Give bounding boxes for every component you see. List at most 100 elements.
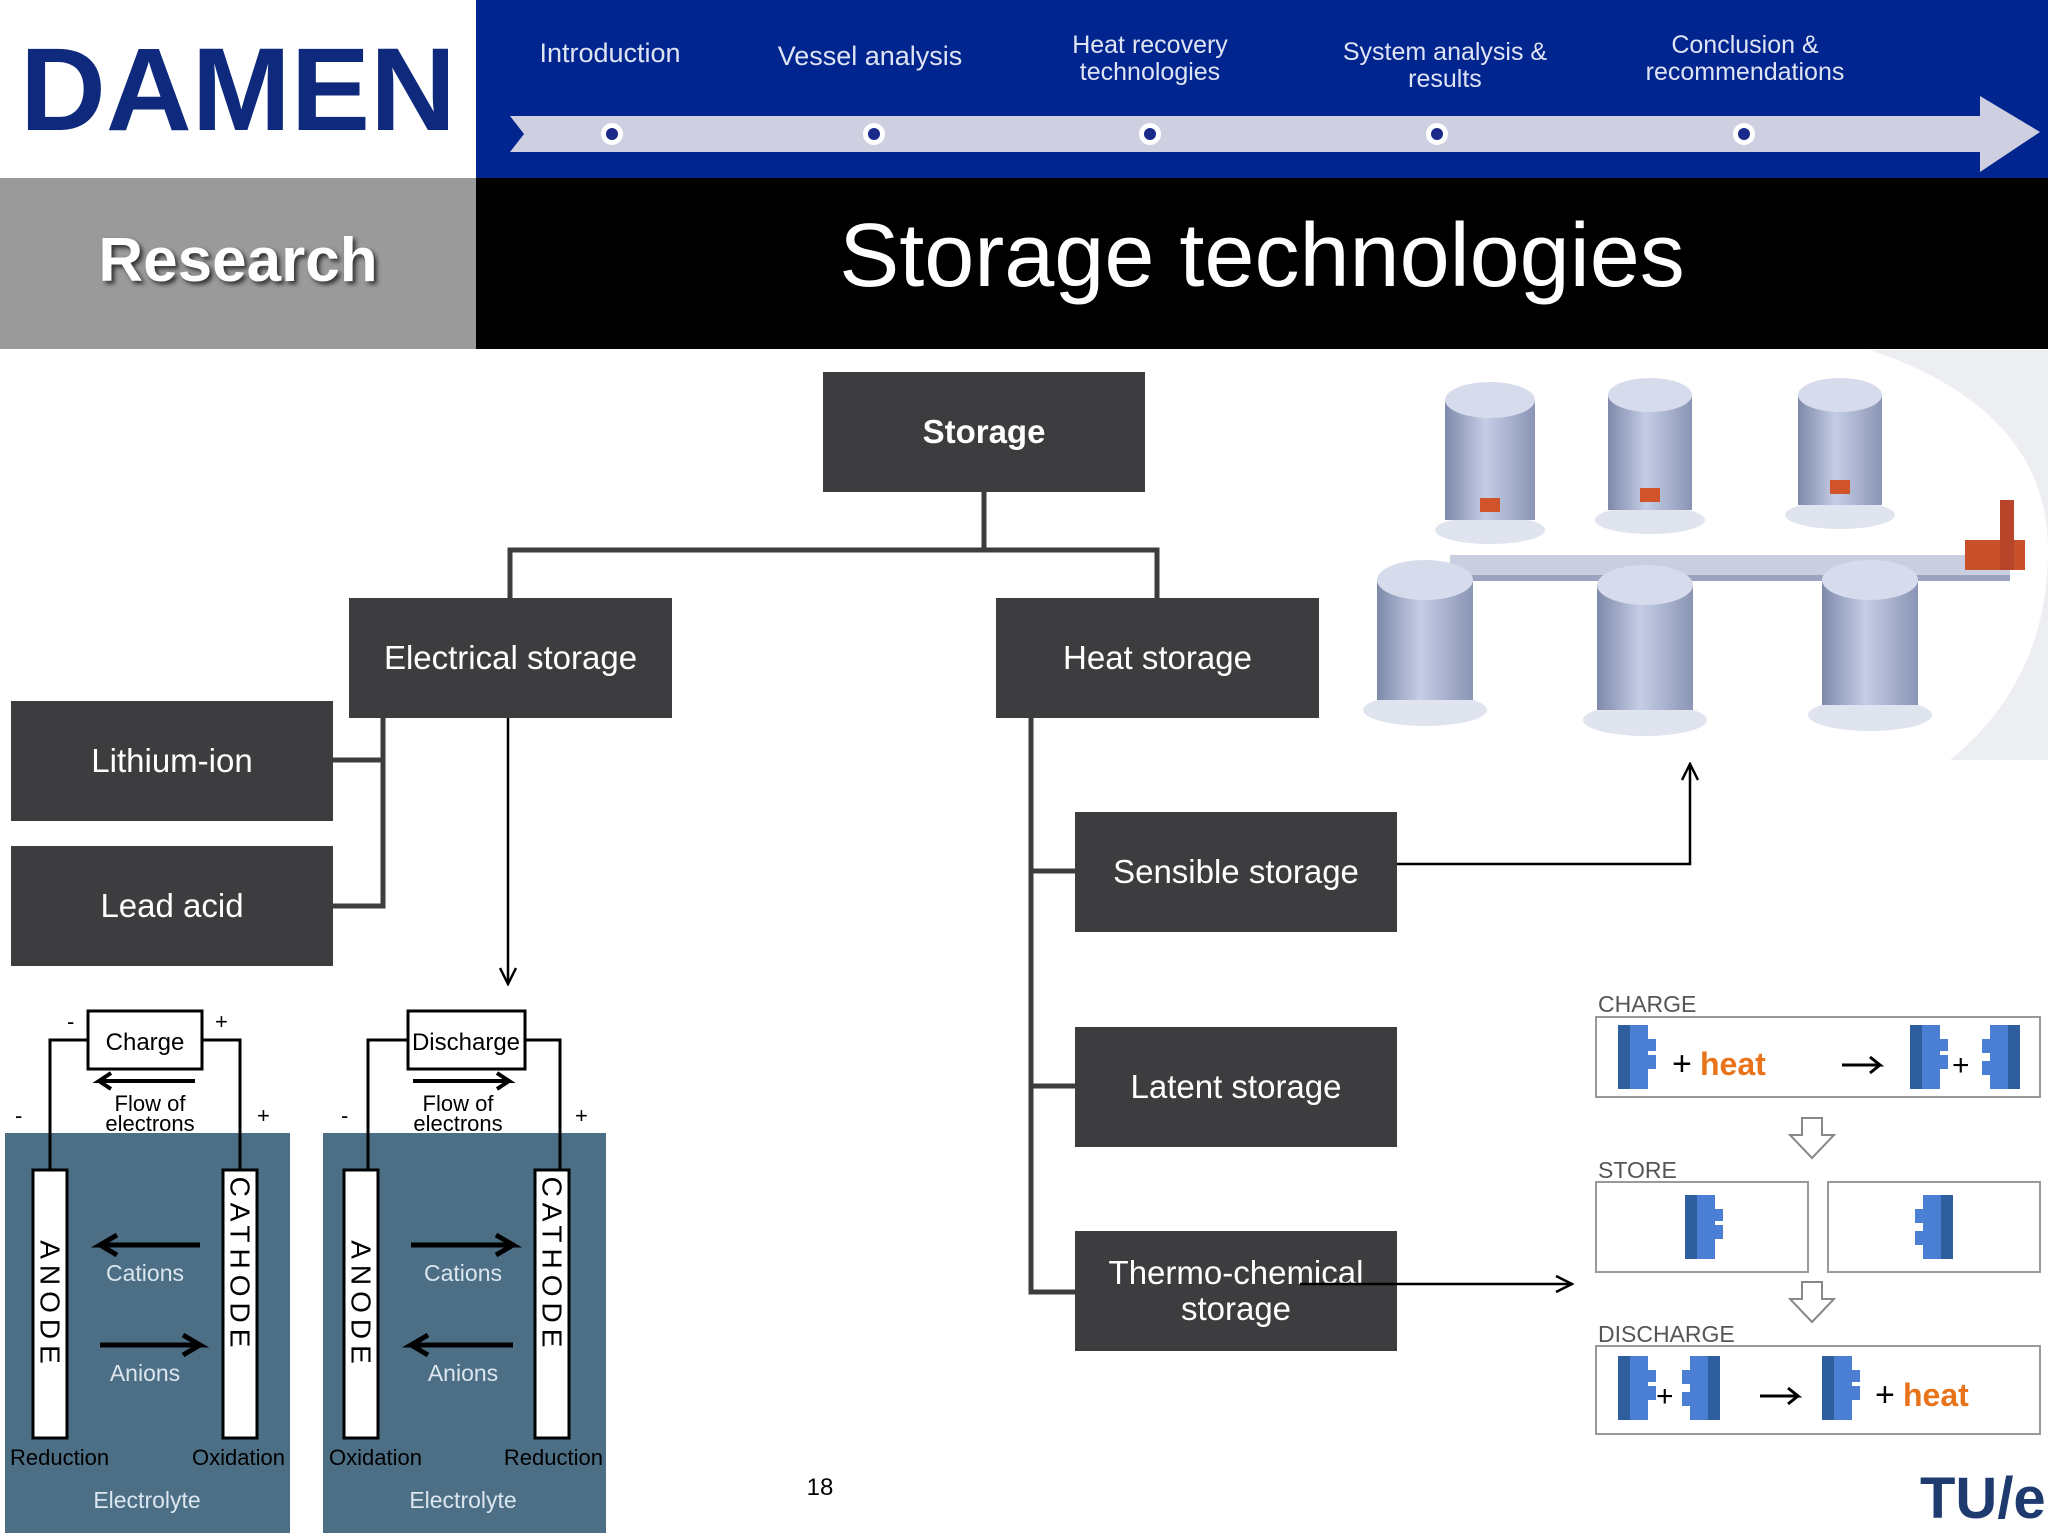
anions-label: Anions xyxy=(428,1360,498,1386)
node-lithium-ion: Lithium-ion xyxy=(11,701,333,821)
anode-electrode xyxy=(342,1168,380,1440)
cations-label: Cations xyxy=(106,1260,184,1286)
tank-top xyxy=(1798,378,1882,412)
plus-sign: + xyxy=(1656,1380,1674,1413)
tank-base xyxy=(1435,516,1545,544)
tue-logo: TU/e xyxy=(1920,1466,2046,1531)
tank-base xyxy=(1583,704,1707,736)
timeline-arrow-shape xyxy=(510,96,2040,172)
plus-sign: + xyxy=(1672,1045,1692,1083)
timeline-dots xyxy=(601,123,1755,145)
charge-step-box xyxy=(1595,1016,2041,1098)
nav-label: technologies xyxy=(1079,58,1221,86)
flow-label: Flow of xyxy=(423,1091,495,1116)
node-heat-storage: Heat storage xyxy=(996,598,1319,718)
logo-text: DAMEN xyxy=(20,38,456,138)
damen-logo: DAMEN xyxy=(20,38,456,138)
tank-top xyxy=(1377,560,1473,600)
external-wire xyxy=(366,1038,562,1170)
node-lead-acid: Lead acid xyxy=(11,846,333,966)
right-reaction: Oxidation xyxy=(192,1445,285,1470)
store-step-label: STORE xyxy=(1598,1157,1677,1183)
discharge-label: Discharge xyxy=(412,1029,520,1056)
nav-item-vessel-analysis[interactable]: Vessel analysis xyxy=(755,43,985,70)
section-label: Research xyxy=(98,226,378,295)
tank-base xyxy=(1808,699,1932,731)
tank-base xyxy=(1363,694,1487,726)
battery-discharge-diagram: Discharge Flow of electrons - + ANODE CA… xyxy=(323,1009,606,1533)
node-sensible-storage: Sensible storage xyxy=(1075,812,1397,932)
tank-valve xyxy=(1480,498,1500,512)
reaction-arrow xyxy=(1842,1055,1885,1075)
anions-arrow xyxy=(100,1332,210,1358)
tree-lines xyxy=(333,490,1160,1295)
pipe-rack xyxy=(1450,555,2010,575)
terminal-plus: + xyxy=(575,1103,588,1128)
discharge-step-box xyxy=(1595,1345,2041,1435)
logo-area: DAMEN xyxy=(0,0,476,178)
heat-label: heat xyxy=(1903,1377,1969,1413)
nav-label: Heat recovery xyxy=(1072,31,1228,59)
down-arrow-icon xyxy=(1787,1281,1837,1324)
tank xyxy=(1435,382,1545,544)
timeline-dot-center xyxy=(1431,128,1443,140)
tank xyxy=(1583,565,1707,736)
reaction-arrow xyxy=(1760,1386,1803,1406)
charge-step-label: CHARGE xyxy=(1598,991,1696,1017)
down-arrow-icon xyxy=(1787,1117,1837,1160)
page-number: 18 xyxy=(806,1474,834,1501)
nav-label: System analysis & xyxy=(1342,38,1548,66)
electrical-children-connector xyxy=(333,716,386,909)
battery-charge-diagram: Charge - + Flow of electrons - + ANODE C… xyxy=(5,1009,290,1533)
tank xyxy=(1785,378,1895,529)
terminal-plus: + xyxy=(215,1009,228,1034)
tank-top xyxy=(1445,382,1535,418)
nav-item-conclusion[interactable]: Conclusion & recommendations xyxy=(1620,32,1870,86)
nav-label: recommendations xyxy=(1645,58,1845,86)
node-label-line: storage xyxy=(1180,1290,1292,1327)
timeline-dot-center xyxy=(1738,128,1750,140)
anions-arrow xyxy=(401,1332,513,1358)
pipe-rack-shadow xyxy=(1450,575,2010,581)
nav-label: Conclusion & xyxy=(1671,31,1819,59)
timeline-arrow xyxy=(510,96,2040,172)
tank-top xyxy=(1822,560,1918,600)
tank-valve xyxy=(1640,488,1660,502)
terminal-plus: + xyxy=(257,1103,270,1128)
cations-label: Cations xyxy=(424,1260,502,1286)
tank-body xyxy=(1822,580,1918,705)
timeline-dot-center xyxy=(868,128,880,140)
timeline-dot-center xyxy=(606,128,618,140)
tank-base xyxy=(1785,501,1895,529)
section-box xyxy=(0,178,476,349)
timeline-dot-center xyxy=(1144,128,1156,140)
branch-connector xyxy=(507,547,1160,598)
flow-label: electrons xyxy=(413,1111,502,1136)
tank-valve xyxy=(1830,480,1850,494)
nav-item-heat-recovery[interactable]: Heat recovery technologies xyxy=(1040,32,1260,86)
node-storage: Storage xyxy=(823,372,1145,492)
charge-source-box xyxy=(86,1009,204,1071)
plus-sign: + xyxy=(1875,1376,1895,1414)
anode-label: ANODE xyxy=(35,1240,66,1370)
flow-label: electrons xyxy=(105,1111,194,1136)
nav-item-system-analysis[interactable]: System analysis & results xyxy=(1325,39,1565,93)
heat-label: heat xyxy=(1700,1046,1766,1082)
cations-arrow xyxy=(411,1232,523,1258)
left-reaction: Oxidation xyxy=(329,1445,422,1470)
tank-top xyxy=(1597,565,1693,605)
page-title: Storage technologies xyxy=(839,206,1685,306)
cathode-label: CATHODE xyxy=(537,1177,568,1354)
electrolyte-label: Electrolyte xyxy=(409,1487,516,1513)
tank xyxy=(1808,560,1932,731)
discharge-step-label: DISCHARGE xyxy=(1598,1321,1735,1347)
nav-item-introduction[interactable]: Introduction xyxy=(510,40,710,67)
flow-label: Flow of xyxy=(115,1091,187,1116)
nav-label: Vessel analysis xyxy=(777,41,963,71)
tank-top xyxy=(1608,378,1692,412)
electron-flow-arrow xyxy=(92,1071,195,1091)
heat-exchanger-unit xyxy=(1965,540,2025,570)
plus-sign: + xyxy=(1952,1049,1970,1082)
right-reaction: Reduction xyxy=(504,1445,603,1470)
